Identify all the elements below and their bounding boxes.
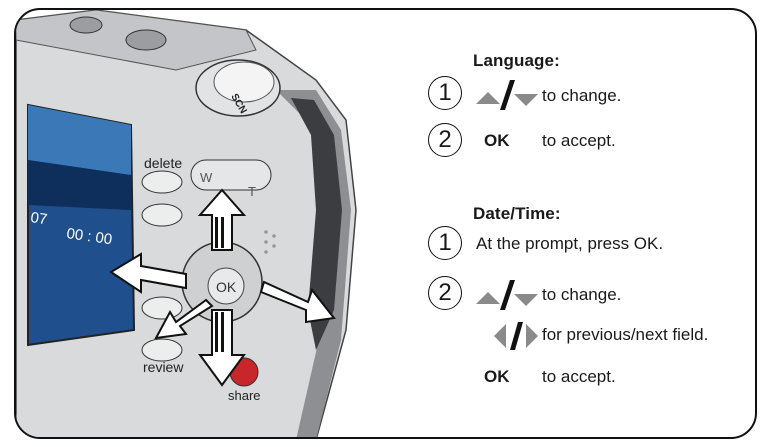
language-step-2-number: 2 xyxy=(428,123,462,157)
datetime-ok-key: OK xyxy=(484,367,510,386)
language-title: Language: xyxy=(473,51,560,70)
zoom-tele-label: T xyxy=(248,184,256,199)
zoom-lever[interactable] xyxy=(190,159,272,191)
camera-illustration: SCN 07 00 : 00 delete review W T OK shar… xyxy=(16,10,357,437)
direction-arrows xyxy=(109,188,336,387)
ok-button[interactable] xyxy=(207,267,245,305)
left-right-arrows-icon xyxy=(494,322,538,350)
delete-button[interactable] xyxy=(141,170,183,194)
share-button-label: share xyxy=(228,388,261,403)
datetime-step-1-text: At the prompt, press OK. xyxy=(476,234,664,253)
datetime-accept-text: to accept. xyxy=(542,367,616,386)
instruction-panel: Language: 1 to change. 2 OK to accept. D… xyxy=(426,10,755,437)
left-arrow-icon xyxy=(109,252,187,294)
review-button[interactable] xyxy=(141,338,183,362)
menu-button[interactable] xyxy=(141,296,183,320)
zoom-wide-label: W xyxy=(200,170,213,185)
language-ok-key: OK xyxy=(484,131,510,150)
lcd-time: 00 : 00 xyxy=(65,225,113,248)
datetime-step-2-number: 2 xyxy=(428,276,462,310)
datetime-field-text: for previous/next field. xyxy=(542,325,709,344)
language-step-1-text: to change. xyxy=(542,86,622,105)
up-down-arrows-icon xyxy=(476,280,538,310)
datetime-step-2-text: to change. xyxy=(542,285,622,304)
ok-button-label: OK xyxy=(216,279,237,295)
datetime-step-1-number: 1 xyxy=(428,226,462,260)
display-button[interactable] xyxy=(141,203,183,227)
lcd-date: 07 xyxy=(29,209,48,228)
review-button-label: review xyxy=(143,359,184,375)
datetime-title: Date/Time: xyxy=(473,204,561,223)
language-step-1-number: 1 xyxy=(428,76,462,110)
right-arrow-icon xyxy=(259,280,336,324)
up-down-arrows-icon xyxy=(476,80,538,110)
press-arrow-icon xyxy=(154,298,214,340)
language-step-2-text: to accept. xyxy=(542,131,616,150)
instruction-frame: SCN 07 00 : 00 delete review W T OK shar… xyxy=(14,8,757,439)
delete-button-label: delete xyxy=(144,155,182,171)
